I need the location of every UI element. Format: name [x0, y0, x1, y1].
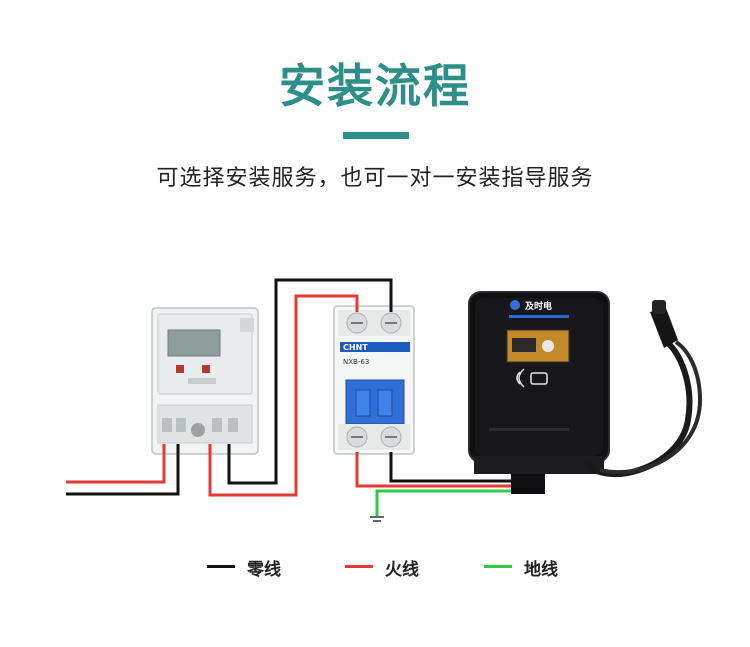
ground-swatch: [484, 565, 512, 568]
breaker-model: NXB-63: [343, 358, 369, 366]
breaker-to-charger-neutral: [389, 452, 514, 483]
page-subtitle: 可选择安装服务，也可一对一安装指导服务: [156, 166, 594, 191]
charging-gun: [582, 300, 703, 478]
breaker-to-charger-live: [355, 452, 514, 488]
input-live-wire: [66, 444, 166, 484]
neutral-swatch: [207, 565, 235, 568]
nfc-icon: [516, 368, 548, 388]
title-underline: [343, 132, 409, 139]
wires: [66, 278, 514, 522]
input-neutral-wire: [66, 444, 180, 496]
ground-wire: [375, 489, 514, 516]
ev-charger: 及时电: [468, 291, 610, 494]
legend-label-live: 火线: [385, 560, 419, 580]
breaker-brand: CHNT: [343, 343, 368, 352]
meter-to-breaker-live: [208, 294, 359, 497]
legend-label-neutral: 零线: [247, 560, 281, 580]
electric-meter: [151, 307, 259, 455]
page-title: 安装流程: [279, 59, 471, 113]
charger-brand: 及时电: [525, 300, 552, 312]
legend-label-ground: 地线: [524, 560, 558, 580]
live-swatch: [345, 565, 373, 568]
meter-to-breaker-neutral: [227, 278, 393, 485]
meter-display: [167, 329, 221, 357]
circuit-breaker: CHNT NXB-63: [333, 305, 415, 455]
